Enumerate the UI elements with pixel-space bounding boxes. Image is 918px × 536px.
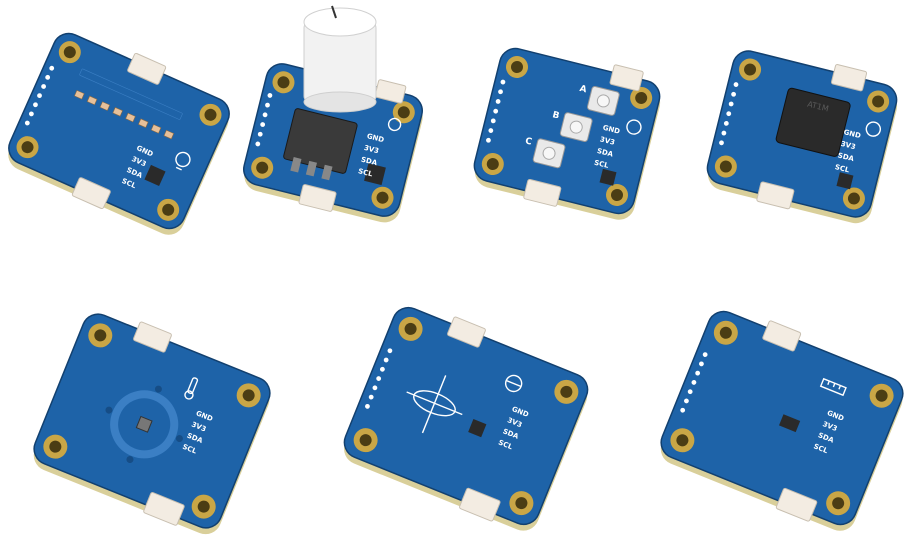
pin-label-3v3: 3V3	[599, 135, 616, 146]
buttons-icon	[626, 119, 642, 135]
rotary-knob	[303, 5, 377, 113]
push-button-b	[559, 112, 593, 143]
thermometer-icon	[184, 377, 199, 400]
speaker-icon	[865, 121, 882, 137]
movement-board: GND 3V3 SDA SCL	[326, 304, 596, 531]
button-label-b: B	[551, 110, 560, 121]
buttons-board: A B C GND 3V3 SDA SCL	[460, 36, 675, 221]
pin-label-3v3: 3V3	[363, 144, 380, 155]
rotate-icon	[387, 117, 402, 132]
pin-label-3v3: 3V3	[840, 140, 857, 151]
pin-label-scl: SCL	[593, 159, 610, 170]
axes-icon	[406, 375, 463, 434]
pin-label-sda: SDA	[360, 156, 378, 168]
buzzer-component: AT1M	[775, 87, 851, 157]
push-button-a	[587, 86, 620, 116]
thermo-board: GND 3V3 SDA SCL	[14, 306, 274, 535]
pin-label-sda: SDA	[596, 147, 614, 159]
push-button-c	[532, 138, 566, 169]
distance-board: GND 3V3 SDA SCL	[642, 306, 914, 531]
globe-icon	[504, 374, 523, 393]
pin-label-scl: SCL	[834, 163, 851, 174]
buzzer-board: AT1M GND 3V3 SDA SCL	[692, 36, 912, 226]
light-bulb-icon	[175, 151, 191, 171]
button-label-a: A	[578, 84, 587, 95]
led-matrix-board: GND 3V3 SDA SCL	[4, 32, 234, 235]
pin-label-scl: SCL	[357, 167, 374, 178]
pin-label-sda: SDA	[837, 151, 855, 163]
ruler-icon	[819, 377, 847, 397]
rotary-encoder-board: GND 3V3 SDA SCL	[228, 0, 438, 225]
button-label-c: C	[524, 136, 533, 147]
